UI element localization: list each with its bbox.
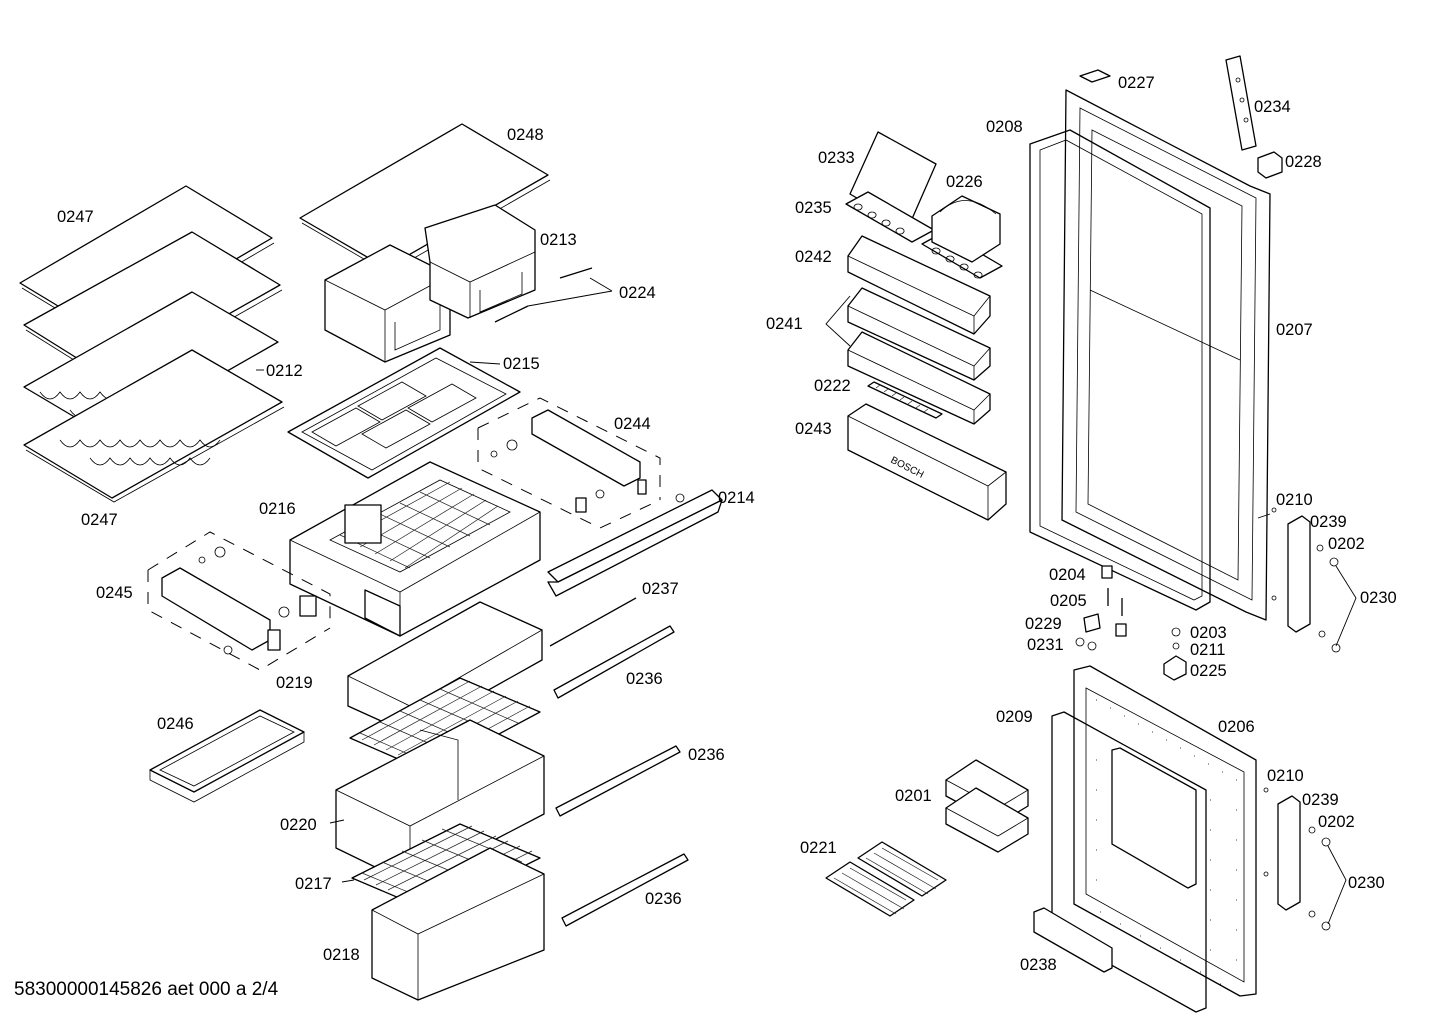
label-0216: 0216 <box>259 500 296 518</box>
label-0239: 0239 <box>1310 513 1347 531</box>
leader-0241 <box>825 295 851 347</box>
label-0217: 0217 <box>295 875 332 893</box>
rail-0236-a <box>553 625 675 699</box>
label-0248: 0248 <box>507 126 544 144</box>
label-0202: 0202 <box>1328 535 1365 553</box>
handle-0214 <box>547 489 723 597</box>
strip-0224 <box>494 267 593 323</box>
label-0210-lower: 0210 <box>1267 767 1304 785</box>
strip-0237 <box>549 597 637 647</box>
label-0246: 0246 <box>157 715 194 733</box>
label-0227: 0227 <box>1118 74 1155 92</box>
label-0229: 0229 <box>1025 615 1062 633</box>
fridge-door-0207 <box>1061 89 1271 621</box>
document-reference: 58300000145826 aet 000 a 2/4 <box>14 979 279 1000</box>
label-0214: 0214 <box>718 489 755 507</box>
butter-box-0226 <box>931 195 1001 263</box>
label-0247-upper: 0247 <box>57 208 94 226</box>
cap-0228 <box>1257 151 1283 179</box>
foam-block-0213 <box>324 204 536 363</box>
cap-0227 <box>1079 69 1111 83</box>
part-labels: 0227 0234 0208 0228 0233 0226 0235 0242 … <box>57 74 1397 974</box>
label-0228: 0228 <box>1285 153 1322 171</box>
rail-0236-c <box>561 853 689 927</box>
label-0230-lower: 0230 <box>1348 874 1385 892</box>
label-0243: 0243 <box>795 420 832 438</box>
crisper-0220 <box>335 719 545 885</box>
bottle-rack-0243: BOSCH <box>847 403 1007 521</box>
label-0233: 0233 <box>818 149 855 167</box>
label-0224: 0224 <box>619 284 656 302</box>
label-0242: 0242 <box>795 248 832 266</box>
freezer-door-dots <box>1096 699 1237 985</box>
door-rack-0241-b <box>847 331 991 425</box>
label-0236-c: 0236 <box>645 890 682 908</box>
label-0247-lower: 0247 <box>81 511 118 529</box>
label-0201: 0201 <box>895 787 932 805</box>
label-0213: 0213 <box>540 231 577 249</box>
label-0215: 0215 <box>503 355 540 373</box>
label-0226: 0226 <box>946 173 983 191</box>
strip-0238 <box>1033 907 1113 973</box>
cold-pack-0201 <box>945 759 1029 853</box>
label-0238: 0238 <box>1020 956 1057 974</box>
strip-0222 <box>867 381 943 419</box>
small-parts <box>1075 565 1187 681</box>
right-leader-lines <box>1257 513 1271 519</box>
hinge-cover-0234 <box>1225 55 1257 151</box>
label-0236-b: 0236 <box>688 746 725 764</box>
label-0231: 0231 <box>1027 636 1064 654</box>
label-0220: 0220 <box>280 816 317 834</box>
label-0219: 0219 <box>276 674 313 692</box>
rail-0236-b <box>555 745 681 817</box>
label-0212: 0212 <box>266 362 303 380</box>
hinge-0239-lower <box>1263 787 1347 931</box>
tray-0246 <box>149 709 305 803</box>
label-0239-lower: 0239 <box>1302 791 1339 809</box>
grid-shelf-0217 <box>351 823 541 913</box>
label-0241: 0241 <box>766 315 803 333</box>
label-0206: 0206 <box>1218 718 1255 736</box>
label-0222: 0222 <box>814 377 851 395</box>
label-0210: 0210 <box>1276 491 1313 509</box>
label-0221: 0221 <box>800 839 837 857</box>
label-0203: 0203 <box>1190 624 1227 642</box>
label-0236-a: 0236 <box>626 670 663 688</box>
ice-tray-0221 <box>825 841 947 917</box>
fridge-gasket-0208 <box>1029 129 1211 611</box>
crisper-0218 <box>371 847 545 1001</box>
label-0237: 0237 <box>642 580 679 598</box>
label-0209: 0209 <box>996 708 1033 726</box>
label-0225: 0225 <box>1190 662 1227 680</box>
left-leader-lines <box>256 277 613 883</box>
glass-shelf-0247-lower <box>23 349 285 503</box>
label-0244: 0244 <box>614 415 651 433</box>
label-0234: 0234 <box>1254 98 1291 116</box>
bracket-assembly-0244 <box>477 397 661 529</box>
freezer-door-0206 <box>1073 665 1257 997</box>
label-0218: 0218 <box>323 946 360 964</box>
drawer-0216 <box>289 461 541 637</box>
door-rack-0242 <box>847 235 991 335</box>
label-0245: 0245 <box>96 584 133 602</box>
cover-0215 <box>287 347 521 479</box>
label-0202-lower: 0202 <box>1318 813 1355 831</box>
label-0230: 0230 <box>1360 589 1397 607</box>
label-0207: 0207 <box>1276 321 1313 339</box>
label-0211: 0211 <box>1190 641 1225 659</box>
label-0204: 0204 <box>1049 566 1086 584</box>
hinge-0239-upper <box>1271 507 1357 653</box>
bracket-assembly-0245 <box>147 531 331 671</box>
door-rack-0241-a <box>847 287 991 381</box>
label-0235: 0235 <box>795 199 832 217</box>
label-0208: 0208 <box>986 118 1023 136</box>
label-0205: 0205 <box>1050 592 1087 610</box>
